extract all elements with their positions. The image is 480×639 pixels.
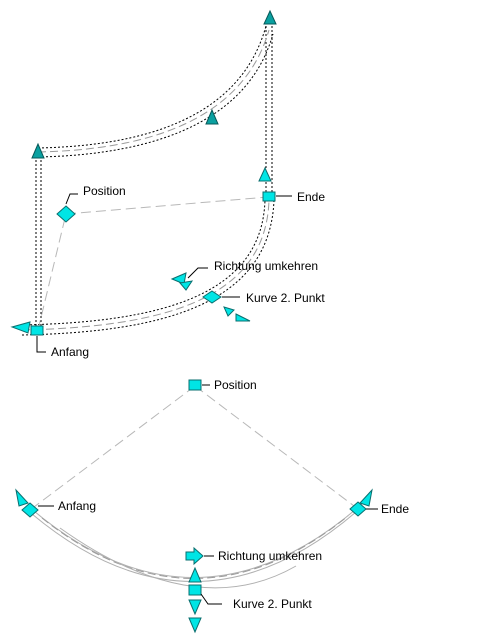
bottom-label-richtung: Richtung umkehren	[218, 549, 322, 563]
top-right-post-arrow-icon[interactable]	[263, 9, 277, 25]
top-label-richtung: Richtung umkehren	[214, 259, 318, 273]
top-lower-curve	[21, 199, 275, 336]
top-link-anfang-position	[37, 213, 67, 331]
bottom-link-position-anfang	[29, 385, 196, 511]
bottom-kurve-square-grip[interactable]	[188, 584, 202, 596]
top-left-post	[35, 152, 42, 330]
top-right-up-arrow-icon[interactable]	[258, 166, 272, 182]
top-richtung-arrow-icon[interactable]	[170, 272, 187, 285]
top-kurve-diamond-grip[interactable]	[202, 290, 222, 304]
top-richtung-arrow-icon-2[interactable]	[179, 280, 194, 291]
top-left-post-arrow-icon[interactable]	[31, 142, 45, 159]
bottom-anfang-diamond-grip[interactable]	[21, 502, 39, 518]
top-label-ende: Ende	[297, 190, 325, 204]
top-figure: Position Ende Richtung umkehren Kurve 2.…	[10, 9, 325, 359]
top-kurve-arrow-icon-2[interactable]	[235, 313, 251, 322]
top-label-anfang: Anfang	[51, 345, 89, 359]
bottom-link-position-ende	[194, 385, 359, 510]
bottom-kurve-down-arrow-icon[interactable]	[188, 599, 202, 616]
bottom-anfang-arrow-icon[interactable]	[15, 488, 29, 507]
top-ende-square-grip[interactable]	[262, 191, 276, 202]
top-anfang-square-grip[interactable]	[30, 325, 44, 336]
bottom-label-ende: Ende	[381, 502, 409, 516]
bottom-kurve-leader	[200, 593, 222, 605]
top-kurve-arrow-icon[interactable]	[223, 306, 235, 317]
top-anfang-arrow-icon[interactable]	[10, 321, 31, 334]
bottom-label-position: Position	[214, 378, 257, 392]
top-label-position: Position	[83, 184, 126, 198]
bottom-label-anfang: Anfang	[58, 499, 96, 513]
top-position-leader	[65, 193, 78, 205]
bottom-kurve-down-arrow-icon-2[interactable]	[188, 617, 202, 634]
bottom-ende-arrow-icon[interactable]	[359, 488, 373, 507]
top-anfang-leader	[36, 336, 46, 353]
bottom-figure: Position Anfang Ende Richtung umkehren K…	[15, 378, 409, 634]
bottom-position-square-grip[interactable]	[188, 379, 202, 391]
top-position-diamond-grip[interactable]	[56, 205, 76, 223]
top-label-kurve: Kurve 2. Punkt	[246, 291, 325, 305]
bottom-kurve-up-arrow-icon[interactable]	[188, 566, 202, 583]
bottom-richtung-arrow-icon[interactable]	[185, 546, 204, 566]
top-curve-mid-arrow-icon[interactable]	[205, 108, 219, 125]
top-link-position-ende	[65, 196, 269, 215]
bottom-ende-diamond-grip[interactable]	[349, 501, 367, 517]
bottom-label-kurve: Kurve 2. Punkt	[233, 597, 312, 611]
top-upper-curve	[37, 25, 274, 158]
top-richtung-leader	[187, 267, 208, 279]
